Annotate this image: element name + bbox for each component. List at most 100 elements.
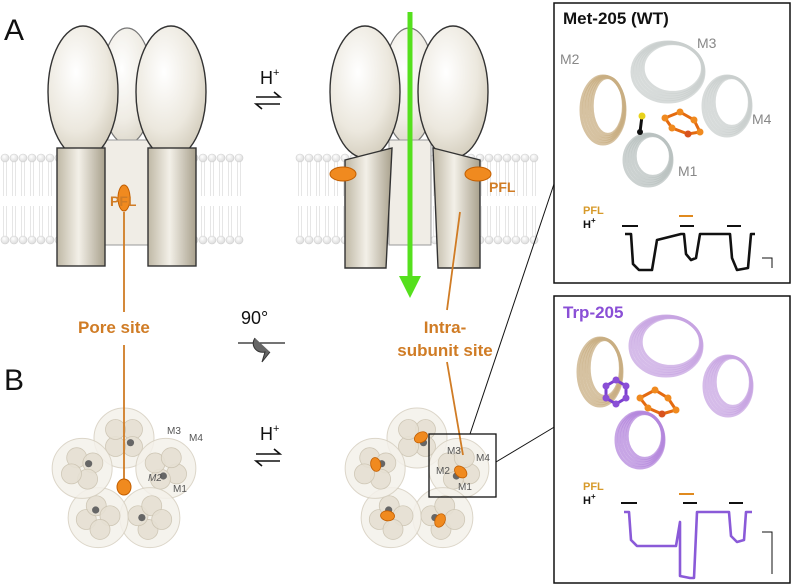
lipid-head <box>9 153 19 163</box>
residue-dot <box>138 513 146 522</box>
lipid-head <box>511 153 521 163</box>
intra-site-leader-line-bottom <box>446 361 464 456</box>
lipid-tail <box>298 162 302 196</box>
pfl-label-left: PFL <box>110 193 137 209</box>
wt-current-trace-line <box>625 232 755 272</box>
helix-disc <box>105 419 126 440</box>
channel-closed <box>47 25 207 312</box>
pentamer-open-topview <box>344 407 490 549</box>
helix-ribbon-m1 <box>625 412 664 460</box>
trace-label-pfl: PFL <box>583 205 604 217</box>
helix-label-m4: M4 <box>189 433 203 444</box>
lipid-tail <box>505 162 509 196</box>
lipid-head <box>511 235 521 245</box>
lipid-tail <box>496 206 500 236</box>
trp-current-trace-line <box>624 510 752 580</box>
lipid-head <box>322 235 332 245</box>
lipid-head <box>207 153 217 163</box>
lipid-tail <box>532 206 536 236</box>
pfl-intrasubunit-ligand-right <box>464 166 492 182</box>
lipid-tail <box>201 206 205 236</box>
lipid-head <box>295 153 305 163</box>
intra-site-label-line1: Intra- <box>424 318 467 337</box>
lipid-tail <box>514 162 518 196</box>
helix-disc <box>151 509 173 530</box>
lipid-tail <box>210 162 214 196</box>
trace-label-pfl: PFL <box>583 481 604 493</box>
helix-ribbon-m2 <box>590 76 625 136</box>
panel-label-b: B <box>4 364 24 397</box>
helix-label-m4: M4 <box>476 453 490 464</box>
lipid-tail <box>307 162 311 196</box>
forward-arrow-icon <box>256 91 283 98</box>
lipid-head <box>322 153 332 163</box>
residue-dot <box>126 439 135 447</box>
pfl-pore-ligand-topview <box>116 478 132 496</box>
lipid-tail <box>523 162 527 196</box>
lipid-tail <box>307 206 311 236</box>
lipid-head <box>198 235 208 245</box>
subunit-helix-labels-right: M3 M4 M2 M1 <box>436 446 490 493</box>
pfl-ligand <box>413 431 428 444</box>
lipid-tail <box>523 206 527 236</box>
lipid-head <box>198 153 208 163</box>
lipid-tail <box>3 162 7 196</box>
lipid-head <box>216 153 226 163</box>
lipid-tail <box>30 162 34 196</box>
rotation-indicator: 90° <box>238 308 285 363</box>
helix-label-m3: M3 <box>447 446 461 457</box>
rotate-arrow-icon <box>252 337 271 363</box>
zoom-connector-bottom <box>495 425 557 463</box>
wt-ligand-pfl <box>661 108 704 138</box>
lipid-tail <box>219 206 223 236</box>
lipid-head <box>207 235 217 245</box>
lipid-head <box>9 235 19 245</box>
helix-ribbon-m3 <box>641 42 704 94</box>
lipid-head <box>313 153 323 163</box>
helix-label-m4: M4 <box>752 111 772 127</box>
lipid-tail <box>496 162 500 196</box>
forward-arrow-icon <box>256 448 283 455</box>
subunit-tm-left <box>56 147 106 267</box>
residue-dot <box>159 472 167 480</box>
subunit-top-left <box>47 25 119 159</box>
helix-disc <box>398 419 419 440</box>
trp-sidechain <box>602 376 630 408</box>
intra-site-leader-line <box>446 211 461 311</box>
helix-label-m3: M3 <box>697 35 717 51</box>
inset-trp-title: Trp-205 <box>563 303 623 322</box>
helix-disc <box>354 463 375 485</box>
subunit-top-left <box>329 25 401 159</box>
lipid-tail <box>219 162 223 196</box>
inset-wt-title: Met-205 (WT) <box>563 9 669 28</box>
subunit-tm-right <box>147 147 197 267</box>
lipid-head <box>502 153 512 163</box>
lipid-head <box>484 153 494 163</box>
pfl-pore-ligand <box>117 184 131 212</box>
subunit-helix-labels-left: M3 M4 M2 M1 <box>148 426 203 495</box>
lipid-head <box>216 235 226 245</box>
helix-ribbon-m3 <box>639 316 702 368</box>
lipid-head <box>225 235 235 245</box>
lipid-tail <box>30 206 34 236</box>
pore-site-label: Pore site <box>78 318 150 337</box>
lipid-tail <box>334 206 338 236</box>
lipid-head <box>493 153 503 163</box>
lipid-head <box>234 153 244 163</box>
pfl-ligand <box>454 465 468 479</box>
lipid-tail <box>325 206 329 236</box>
scale-bar-trp <box>762 531 773 574</box>
channel-open <box>329 12 492 311</box>
lipid-tail <box>316 162 320 196</box>
helix-label-m2: M2 <box>560 51 580 67</box>
helix-label-m3: M3 <box>167 426 181 437</box>
lipid-head <box>45 153 55 163</box>
proton-flux-arrowhead <box>399 276 421 298</box>
lipid-tail <box>210 206 214 236</box>
lipid-head <box>502 235 512 245</box>
helix-label-m1: M1 <box>678 163 698 179</box>
lipid-head <box>520 235 530 245</box>
helix-ribbon-m4 <box>713 356 752 408</box>
helix-ribbon-m1 <box>633 134 672 178</box>
